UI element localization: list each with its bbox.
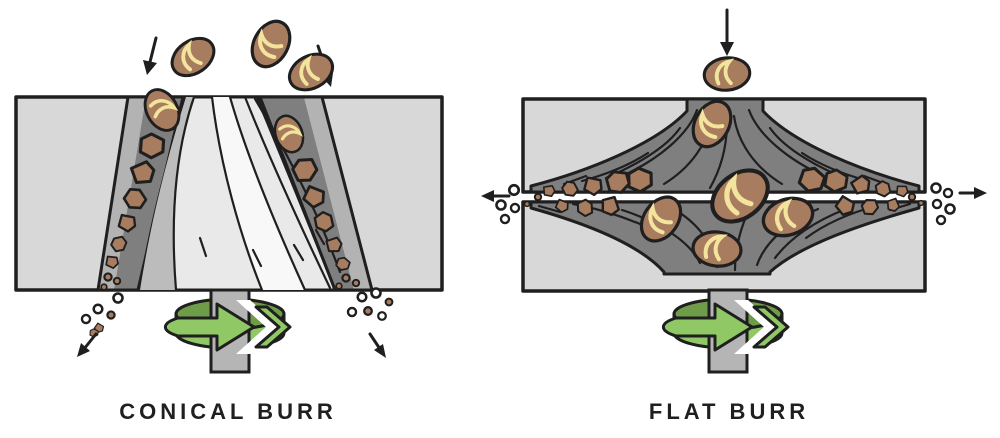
down-arrow-icon: [368, 332, 382, 351]
flat-burr-diagram: FLAT BURR: [481, 8, 987, 424]
down-arrow-icon: [374, 344, 386, 358]
flat-output-right: [930, 182, 987, 226]
ground-particle: [112, 276, 122, 286]
left-arrow-icon: [481, 190, 494, 202]
ground-particle: [356, 291, 368, 303]
ground-particle: [351, 278, 361, 288]
flat-inlet: [700, 8, 754, 95]
ground-particle: [944, 203, 956, 215]
down-arrow-icon: [82, 332, 98, 351]
ground-particle: [907, 192, 917, 202]
ground-particle: [499, 213, 511, 225]
conical-output-left: [77, 292, 124, 357]
ground-particle: [370, 287, 382, 299]
coffee-bean: [700, 53, 754, 95]
ground-particle: [112, 292, 124, 304]
coffee-chunk: [543, 185, 556, 197]
ground-particle: [917, 199, 925, 207]
ground-particle: [80, 313, 92, 325]
ground-particle: [103, 272, 113, 282]
ground-particle: [335, 282, 343, 290]
ground-particle: [363, 306, 373, 316]
ground-particle: [384, 297, 394, 307]
ground-particle: [935, 214, 947, 226]
conical-inlet: [143, 15, 341, 99]
ground-particle: [931, 198, 943, 210]
right-arrow-icon: [974, 187, 987, 199]
coffee-bean: [281, 45, 341, 99]
ground-particle: [523, 200, 531, 208]
ground-particle: [533, 192, 543, 202]
ground-particle: [106, 310, 116, 320]
ground-particle: [507, 183, 521, 197]
ground-particle: [100, 283, 108, 291]
down-arrow-icon: [148, 36, 158, 64]
coffee-bean: [245, 15, 298, 73]
ground-particle: [341, 273, 351, 283]
conical-center-cone: [138, 95, 342, 292]
down-arrow-icon: [77, 343, 90, 357]
ground-particle: [346, 306, 358, 318]
rotation-arrow-icon: [661, 288, 790, 374]
flat-output-left: [481, 183, 521, 225]
ground-particle: [495, 199, 507, 211]
ground-particle: [92, 303, 104, 315]
ground-particle: [930, 182, 942, 194]
down-arrow-icon: [720, 42, 734, 56]
coffee-chunk: [895, 184, 910, 198]
ground-particle: [942, 187, 954, 199]
conical-burr-label: CONICAL BURR: [119, 399, 336, 424]
ground-particle: [377, 311, 387, 321]
ground-particle: [509, 202, 521, 214]
conical-output-right: [346, 287, 394, 358]
flat-burr-label: FLAT BURR: [649, 399, 809, 424]
coffee-bean: [163, 28, 223, 86]
down-arrow-icon: [143, 60, 157, 75]
conical-burr-diagram: CONICAL BURR: [14, 15, 444, 424]
rotation-arrow-icon: [163, 288, 292, 374]
